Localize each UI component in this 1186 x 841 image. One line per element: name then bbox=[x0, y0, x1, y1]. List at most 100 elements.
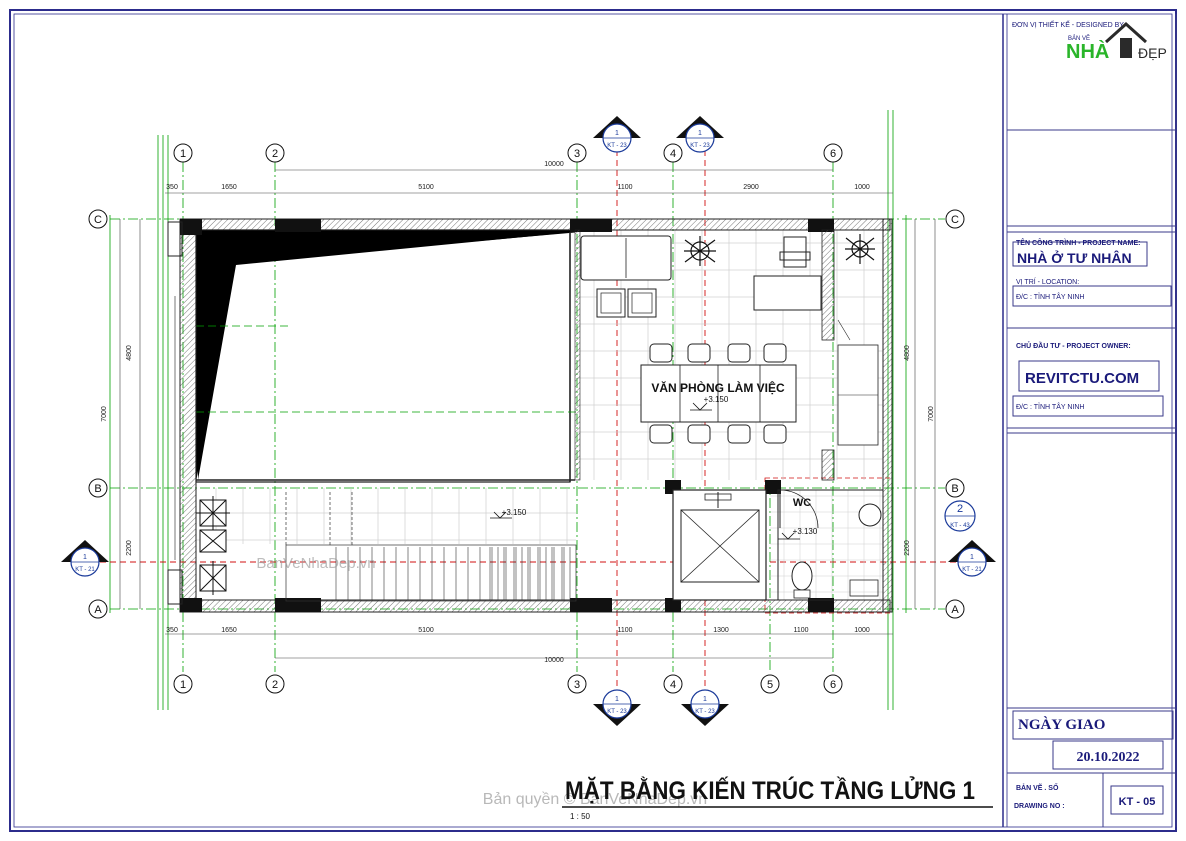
logo-dep: ĐẸP bbox=[1138, 45, 1167, 61]
grid-bubble-label: 5 bbox=[767, 679, 773, 691]
grid-bubble bbox=[265, 674, 285, 694]
location-address: Đ/C : TỈNH TÂY NINH bbox=[1016, 292, 1084, 301]
grid-bubble bbox=[173, 674, 193, 694]
section-marker-top-a: 1 KT - 23 bbox=[593, 116, 641, 153]
dim-bottom-segment: 1100 bbox=[617, 627, 632, 634]
drawing-scale: 1 : 50 bbox=[570, 812, 591, 821]
section-marker-number: 1 bbox=[615, 696, 619, 703]
grid-bubble-label: B bbox=[94, 483, 101, 495]
grid-bubble bbox=[945, 209, 965, 229]
designer-label: ĐƠN VỊ THIẾT KẾ - DESIGNED BY bbox=[1012, 19, 1124, 29]
grid-bubble-label: 2 bbox=[272, 148, 278, 160]
wc-level: +3.130 bbox=[793, 527, 818, 536]
section-marker-sheet: KT - 23 bbox=[607, 143, 627, 149]
section-marker-sheet: KT - 21 bbox=[962, 567, 982, 573]
dim-top-segment: 350 bbox=[166, 184, 178, 191]
dim-bottom-segment: 1000 bbox=[854, 627, 870, 634]
section-marker-sheet: KT - 23 bbox=[607, 709, 627, 715]
section-marker-sheet: KT - 21 bbox=[75, 567, 95, 573]
dim-right: 4800 bbox=[904, 345, 911, 361]
plant-icon bbox=[845, 234, 875, 264]
logo-nha: NHÀ bbox=[1066, 40, 1109, 63]
dim-top-segment: 5100 bbox=[418, 184, 434, 191]
grid-bubble bbox=[567, 674, 587, 694]
plant-icon bbox=[684, 236, 716, 266]
section-marker-sheet: KT - 23 bbox=[690, 143, 710, 149]
grid-bubble bbox=[945, 478, 965, 498]
dim-right: 2200 bbox=[904, 540, 911, 556]
slab-edge-fill bbox=[196, 230, 575, 482]
grid-bubble bbox=[945, 599, 965, 619]
dim-bottom-segment: 350 bbox=[166, 627, 178, 634]
dim-top-total: 10000 bbox=[544, 161, 564, 168]
grid-bubble bbox=[265, 143, 285, 163]
dim-bottom-total: 10000 bbox=[544, 657, 564, 664]
house-logo-icon bbox=[1104, 21, 1148, 58]
drawing-number: KT - 05 bbox=[1119, 796, 1156, 808]
drawing-title: MẶT BẰNG KIẾN TRÚC TẦNG LỬNG 1 bbox=[565, 775, 975, 805]
grid-bubble-label: 6 bbox=[830, 148, 836, 160]
corridor-level: +3.150 bbox=[502, 508, 527, 517]
section-marker-sheet: KT - 23 bbox=[695, 709, 715, 715]
dim-right: 7000 bbox=[928, 406, 935, 422]
section-marker-number: 1 bbox=[83, 554, 87, 561]
title-block bbox=[1007, 14, 1177, 827]
dimensions bbox=[119, 169, 936, 659]
grid-bubble-label: 1 bbox=[180, 148, 186, 160]
grid-bubble bbox=[663, 674, 683, 694]
grid-bubble-label: C bbox=[951, 214, 959, 226]
section-marker-number: 1 bbox=[615, 130, 619, 137]
grid-bubble-label: C bbox=[94, 214, 102, 226]
drawing-no-label-vn: BẢN VẼ . SỐ bbox=[1016, 782, 1059, 792]
owner-address: Đ/C : TỈNH TÂY NINH bbox=[1016, 402, 1084, 411]
watermark-bottom: Bản quyền © BanVeNhaDep.vn bbox=[483, 791, 707, 808]
office-label: VĂN PHÒNG LÀM VIỆC bbox=[651, 380, 785, 395]
inner-border bbox=[13, 13, 1173, 828]
dim-left: 4800 bbox=[126, 345, 133, 361]
dim-top-segment: 1100 bbox=[617, 184, 632, 191]
grid-bubble bbox=[88, 599, 108, 619]
owner-label: CHỦ ĐẦU TƯ - PROJECT OWNER: bbox=[1016, 340, 1131, 350]
location-label: VỊ TRÍ - LOCATION: bbox=[1016, 277, 1079, 286]
section-marker-bottom-b: 1 KT - 23 bbox=[681, 689, 729, 726]
meeting-table bbox=[640, 364, 797, 423]
toilet-icon bbox=[791, 561, 813, 591]
stairs bbox=[285, 492, 577, 602]
office-level: +3.150 bbox=[704, 395, 729, 404]
detail-marker-sheet: KT - 43 bbox=[950, 523, 970, 529]
section-marker-top-b: 1 KT - 23 bbox=[676, 116, 724, 153]
floor-plan bbox=[167, 218, 893, 613]
grid-bubble bbox=[88, 209, 108, 229]
grid-bubble-label: 3 bbox=[574, 148, 580, 160]
date-label: NGÀY GIAO bbox=[1018, 716, 1105, 733]
grid-bubble-label: A bbox=[94, 604, 102, 616]
grid-bubble-label: A bbox=[951, 604, 959, 616]
logo-prefix: BẢN VẼ bbox=[1068, 35, 1090, 42]
owner-name: REVITCTU.COM bbox=[1025, 370, 1139, 387]
date-value: 20.10.2022 bbox=[1077, 750, 1140, 765]
detail-marker: 2 KT - 43 bbox=[944, 500, 976, 532]
section-marker-number: 1 bbox=[698, 130, 702, 137]
drawing-no-label-en: DRAWING NO : bbox=[1014, 803, 1065, 810]
grid-bubble bbox=[173, 143, 193, 163]
section-marker-right: 1 KT - 21 bbox=[948, 540, 996, 577]
grid-bubble-label: B bbox=[951, 483, 958, 495]
dim-bottom-segment: 5100 bbox=[418, 627, 434, 634]
dim-top-segment: 2900 bbox=[743, 184, 759, 191]
detail-marker-number: 2 bbox=[957, 503, 963, 515]
grid-bubble-label: 1 bbox=[180, 679, 186, 691]
wc-room bbox=[777, 489, 884, 601]
dim-bottom-segment: 1100 bbox=[793, 627, 808, 634]
section-marker-number: 1 bbox=[703, 696, 707, 703]
grid-bubble bbox=[823, 674, 843, 694]
grid-bubble bbox=[663, 143, 683, 163]
section-marker-number: 1 bbox=[970, 554, 974, 561]
project-name: NHÀ Ở TƯ NHÂN bbox=[1017, 249, 1132, 266]
dim-top-segment: 1650 bbox=[221, 184, 237, 191]
dim-left: 7000 bbox=[101, 406, 108, 422]
section-marker-left: 1 KT - 21 bbox=[61, 540, 109, 577]
grid-bubble bbox=[760, 674, 780, 694]
grid-bubble-label: 4 bbox=[670, 148, 676, 160]
grid-bubble bbox=[567, 143, 587, 163]
meeting-chairs bbox=[649, 343, 787, 444]
